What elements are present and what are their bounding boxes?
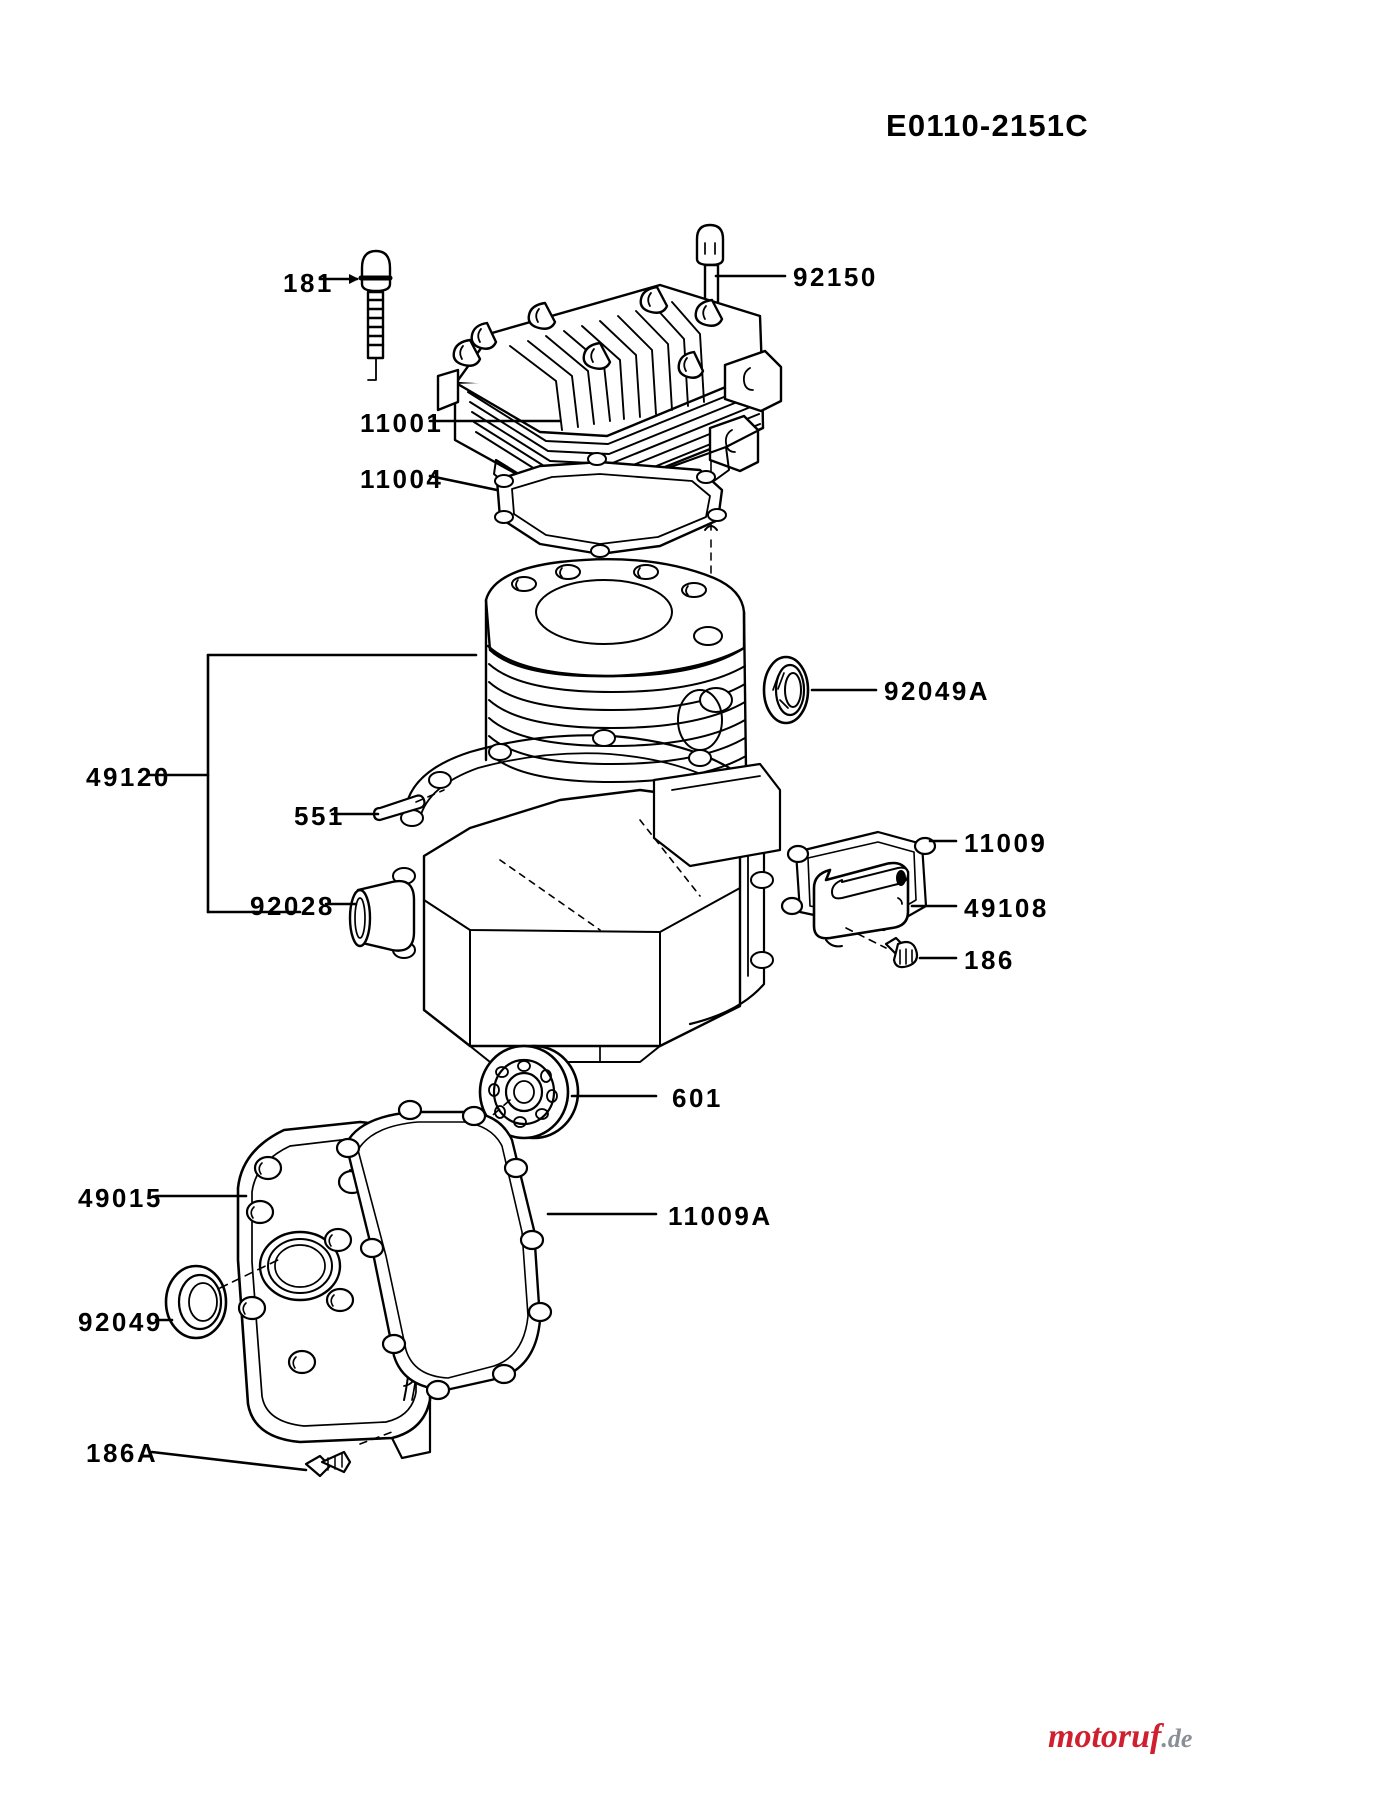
callout-49015: 49015 [78, 1183, 163, 1213]
callout-11001: 11001 [360, 408, 444, 438]
callout-186: 186 [964, 945, 1015, 975]
part-breather-cover [812, 861, 910, 948]
page-title: E0110-2151C [886, 108, 1089, 143]
callout-92049: 92049 [78, 1307, 163, 1337]
site-watermark: motoruf.de [1048, 1718, 1192, 1756]
callout-186A: 186A [86, 1438, 159, 1468]
callout-551: 551 [294, 801, 345, 831]
callout-92049A: 92049A [884, 676, 991, 706]
callout-92150: 92150 [793, 262, 878, 292]
part-head-bolt [358, 249, 393, 381]
part-oil-seal-upper [762, 655, 810, 725]
part-ball-bearing [478, 1044, 580, 1140]
callout-49120: 49120 [86, 762, 171, 792]
callout-11009: 11009 [964, 828, 1048, 858]
part-oil-seal-lower [164, 1264, 228, 1340]
callout-11009A: 11009A [668, 1201, 773, 1231]
part-pin [372, 794, 426, 822]
callout-601: 601 [672, 1083, 723, 1113]
part-screw-cover [304, 1450, 352, 1478]
callout-92028: 92028 [250, 891, 335, 921]
callout-49108: 49108 [964, 893, 1049, 923]
part-cylinder-head-gasket [494, 452, 727, 558]
part-bushing [348, 879, 416, 952]
watermark-brand: motoruf [1048, 1718, 1162, 1755]
part-cover-gasket [335, 1099, 553, 1401]
callout-11004: 11004 [360, 464, 444, 494]
callout-181: 181 [283, 268, 334, 298]
part-screw [884, 936, 919, 969]
part-crankcase-assembly [392, 558, 782, 1063]
watermark-suffix: .de [1161, 1724, 1193, 1753]
